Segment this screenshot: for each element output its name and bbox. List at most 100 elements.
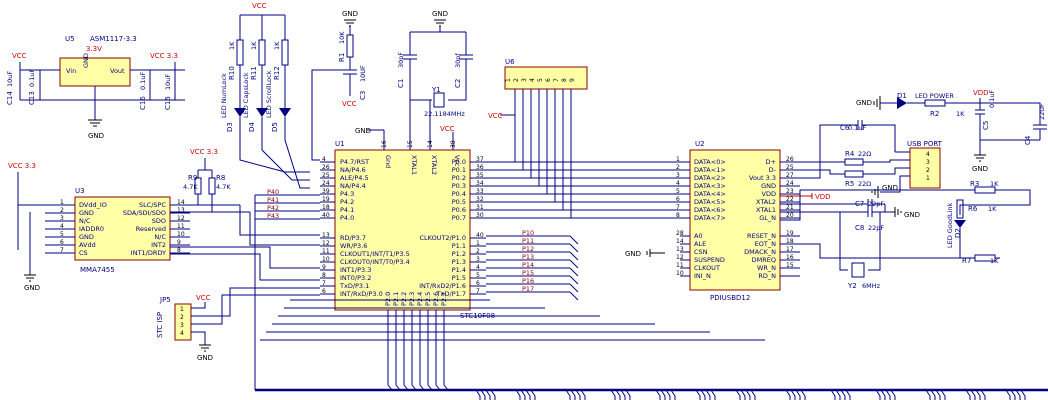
u5-part: ASM1117-3.3: [90, 35, 137, 43]
c14-ref: C14: [6, 91, 14, 105]
c6-ref: C6: [840, 124, 850, 132]
u1-left-pin-num: 7: [322, 280, 326, 287]
bus-branch: [565, 389, 571, 400]
c1-val: 30pF: [397, 52, 405, 68]
u2-right-pin-num: 15: [786, 262, 794, 269]
u2-body: [689, 149, 781, 291]
p1-bus-entry: [569, 243, 579, 253]
u1-left-pin-num: 13: [322, 232, 330, 239]
bus-branch: [515, 389, 521, 400]
u2-right-pin-num: 16: [786, 254, 794, 261]
u2-left-pin-num: 14: [676, 238, 684, 245]
u2-left-pin: SUSPEND: [694, 256, 725, 264]
u2-left-pin-num: 2: [676, 164, 680, 171]
u1-right-pin-num: 32: [476, 196, 484, 203]
bus-branch: [835, 389, 841, 400]
jp5-pin-num: 4: [180, 330, 184, 337]
u1-right-pin-num: 33: [476, 188, 484, 195]
bus-branch: [940, 389, 946, 400]
bus-branch: [735, 389, 741, 400]
u2-left-pin: ALE: [694, 240, 706, 248]
u2-right-pin: WR_N: [757, 264, 776, 272]
u2-right-pin-num: 23: [786, 188, 794, 195]
d4-ref: D4: [248, 122, 256, 132]
r10-body: [236, 39, 244, 66]
u1-bottom-pin: P2.6: [432, 292, 440, 306]
u6-pullup-wires: [514, 89, 572, 218]
p2-wire: [387, 328, 393, 391]
u5-regulator: U5 ASM1117-3.3 3.3V Vin GND Vout GND VCC…: [6, 35, 185, 140]
jp5-name: STC ISP: [156, 312, 164, 338]
u1-right-pin: INT/RxD2/P1.6: [419, 282, 466, 290]
p1-bus-entry: [569, 259, 579, 269]
u3-right-pin: SLC/SPC: [139, 201, 167, 209]
r8-body: [208, 177, 216, 195]
u1-right-pin: P0.7: [452, 214, 466, 222]
bus-branch: [610, 389, 616, 400]
c5-val: 0.1uF: [988, 90, 996, 108]
u1-right-pin-num: 35: [476, 172, 484, 179]
bus-branch: [1010, 389, 1016, 400]
u1-gnd-label: GND: [355, 127, 371, 135]
u1-bottom-pin: P2.3: [408, 292, 416, 306]
r7-ref: R7: [962, 257, 971, 265]
r1-body: [346, 34, 354, 58]
r2-ref: R2: [930, 110, 939, 118]
u1-right-pin-num: 34: [476, 180, 484, 187]
d2-symbol: [954, 220, 966, 228]
u2-left-pin-num: 13: [676, 246, 684, 253]
u1-left-pin: RD/P3.7: [340, 234, 366, 242]
bus-branch: [875, 389, 881, 400]
bus-branch: [890, 389, 896, 400]
u3-accelerometer: U3 MMA7455 DVdd_IO1GND2N/C3IADDR04GND5AV…: [8, 162, 190, 292]
u2-right-pin: XTAL1: [756, 206, 776, 214]
jp5-pin-num: 2: [180, 314, 184, 321]
bus-branch: [615, 389, 621, 400]
c5-ref: C5: [982, 121, 990, 130]
bus-branch: [700, 389, 706, 400]
u1-left-pin-num: 11: [322, 248, 330, 255]
usb-port-body: [909, 147, 941, 189]
r4-ref: R4: [845, 150, 855, 158]
u3-left-pin-num: 6: [60, 239, 64, 246]
u2-right-pin: GL_N: [759, 214, 776, 222]
u2-right-pin-num: 22: [786, 196, 794, 203]
c4-val: 22UF: [1038, 103, 1046, 120]
net-p1-label: P15: [522, 269, 534, 277]
p1-bus-entry: [569, 275, 579, 285]
net-p43: P43: [267, 212, 279, 220]
p2-wire: [403, 328, 409, 391]
bus-branch: [520, 389, 526, 400]
bus-branch: [795, 389, 801, 400]
u2-right-pin: GND: [761, 182, 776, 190]
u3-right-pin-num: 9: [177, 239, 181, 246]
bus-branch: [1020, 389, 1026, 400]
u1-right-pin: P0.6: [452, 206, 466, 214]
jp5-ref: JP5: [159, 296, 171, 304]
bus-branch: [670, 389, 676, 400]
u1-bottom-pin: P2.5: [424, 292, 432, 306]
bus-branch: [525, 389, 531, 400]
d4-name: LED CapsLock: [242, 72, 250, 118]
bus-branch: [660, 389, 666, 400]
y1-ref: Y1: [431, 86, 441, 94]
u1-right-pin-num: 2: [476, 248, 480, 255]
d1-ref: D1: [897, 92, 907, 100]
u1-left-pin: P4.3: [340, 190, 354, 198]
jp5-pin-num: 3: [180, 322, 184, 329]
u3-left-pin: IADDR0: [79, 225, 104, 233]
r5-ref: R5: [845, 180, 854, 188]
u2-right-pin-num: 26: [786, 156, 794, 163]
u5-vcc-label: VCC: [12, 52, 27, 60]
u1-left-pin-num: 8: [322, 272, 326, 279]
u2-left-pin-num: 6: [676, 196, 680, 203]
u1-left-pin: NA/P4.4: [340, 182, 366, 190]
p1-bus-entry: [569, 291, 579, 301]
u1-mcu: U1 STC10F08 P4.7/RST4NA/P4.626ALE/P4.525…: [320, 125, 495, 328]
u6-pin-num: 6: [545, 78, 552, 82]
r1-ref: R1: [338, 53, 346, 62]
u2-left-pin-num: 7: [676, 204, 680, 211]
u2-part: PDIUSBD12: [710, 294, 750, 302]
